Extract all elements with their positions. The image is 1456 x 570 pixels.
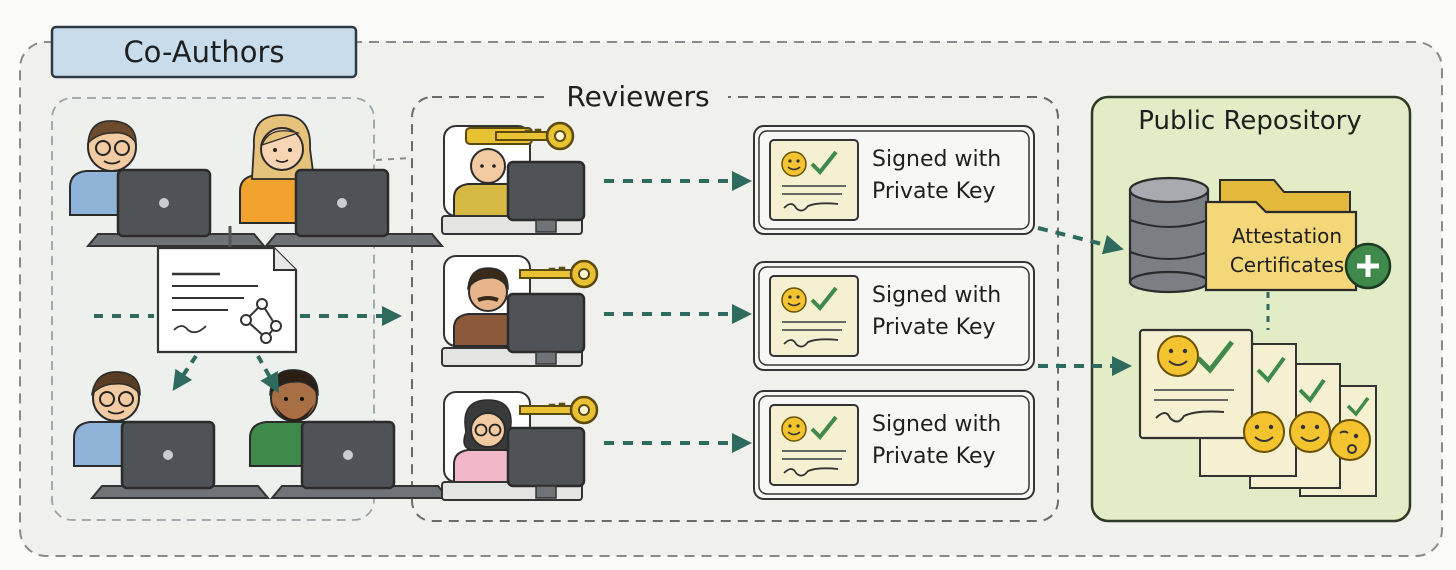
reviewers-title: Reviewers [548, 77, 728, 117]
document-icon [156, 226, 298, 354]
smiley-icon [1289, 411, 1331, 453]
folder-label: Attestation Certificates [1212, 222, 1362, 280]
coauthors-label-box [50, 25, 358, 79]
signature-line-1: Signed with [872, 412, 1002, 437]
folder-line-1: Attestation [1231, 224, 1343, 248]
smiley-icon [1329, 419, 1371, 461]
signature-line-2: Private Key [872, 444, 996, 469]
signature-label-3: Signed with Private Key [872, 409, 1022, 473]
smiley-icon [1243, 411, 1285, 453]
plus-icon [1344, 242, 1392, 290]
arrow-to-database [1037, 226, 1124, 255]
signature-line-1: Signed with [872, 283, 1002, 308]
folder-icon [1204, 179, 1358, 292]
signature-line-2: Private Key [872, 179, 996, 204]
signature-label-2: Signed with Private Key [872, 280, 1022, 344]
arrow-to-coauthor-4 [256, 355, 279, 394]
signature-line-1: Signed with [872, 147, 1002, 172]
smiley-icon [1157, 335, 1199, 377]
signature-label-1: Signed with Private Key [872, 144, 1022, 208]
database-icon [1128, 176, 1210, 294]
arrow-to-coauthor-3 [172, 354, 198, 391]
network-icon [240, 298, 282, 344]
coauthors-title: Co-Authors [123, 35, 285, 69]
signature-line-2: Private Key [872, 315, 996, 340]
folder-line-2: Certificates [1229, 253, 1345, 277]
repository-title: Public Repository [1138, 106, 1362, 136]
